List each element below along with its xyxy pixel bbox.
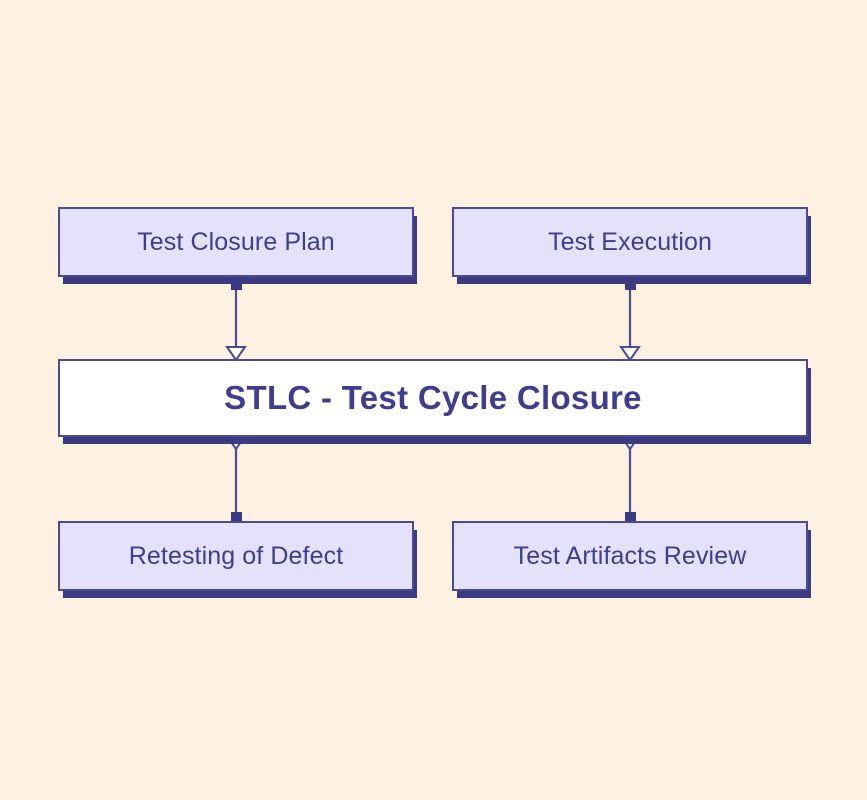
node-label: Test Artifacts Review [513, 541, 747, 570]
node-label: Test Execution [548, 227, 712, 256]
node-test-artifacts-review[interactable]: Test Artifacts Review [452, 521, 808, 591]
connector-square-marker [625, 279, 636, 290]
connector-hollow-triangle-marker [225, 435, 247, 451]
node-central-stlc-test-cycle-closure[interactable]: STLC - Test Cycle Closure [58, 359, 808, 437]
connector-test-execution-to-central [619, 279, 641, 362]
connector-square-marker [231, 279, 242, 290]
node-test-execution[interactable]: Test Execution [452, 207, 808, 277]
connector-central-to-test-artifacts-review [619, 435, 641, 523]
node-label: Test Closure Plan [137, 227, 335, 256]
node-retesting-of-defect[interactable]: Retesting of Defect [58, 521, 414, 591]
node-test-closure-plan[interactable]: Test Closure Plan [58, 207, 414, 277]
node-label: Retesting of Defect [128, 541, 344, 570]
connector-test-closure-plan-to-central [225, 279, 247, 362]
connector-hollow-triangle-marker [619, 435, 641, 451]
diagram-title: STLC - Test Cycle Closure [224, 379, 642, 417]
connector-central-to-retesting-of-defect [225, 435, 247, 523]
